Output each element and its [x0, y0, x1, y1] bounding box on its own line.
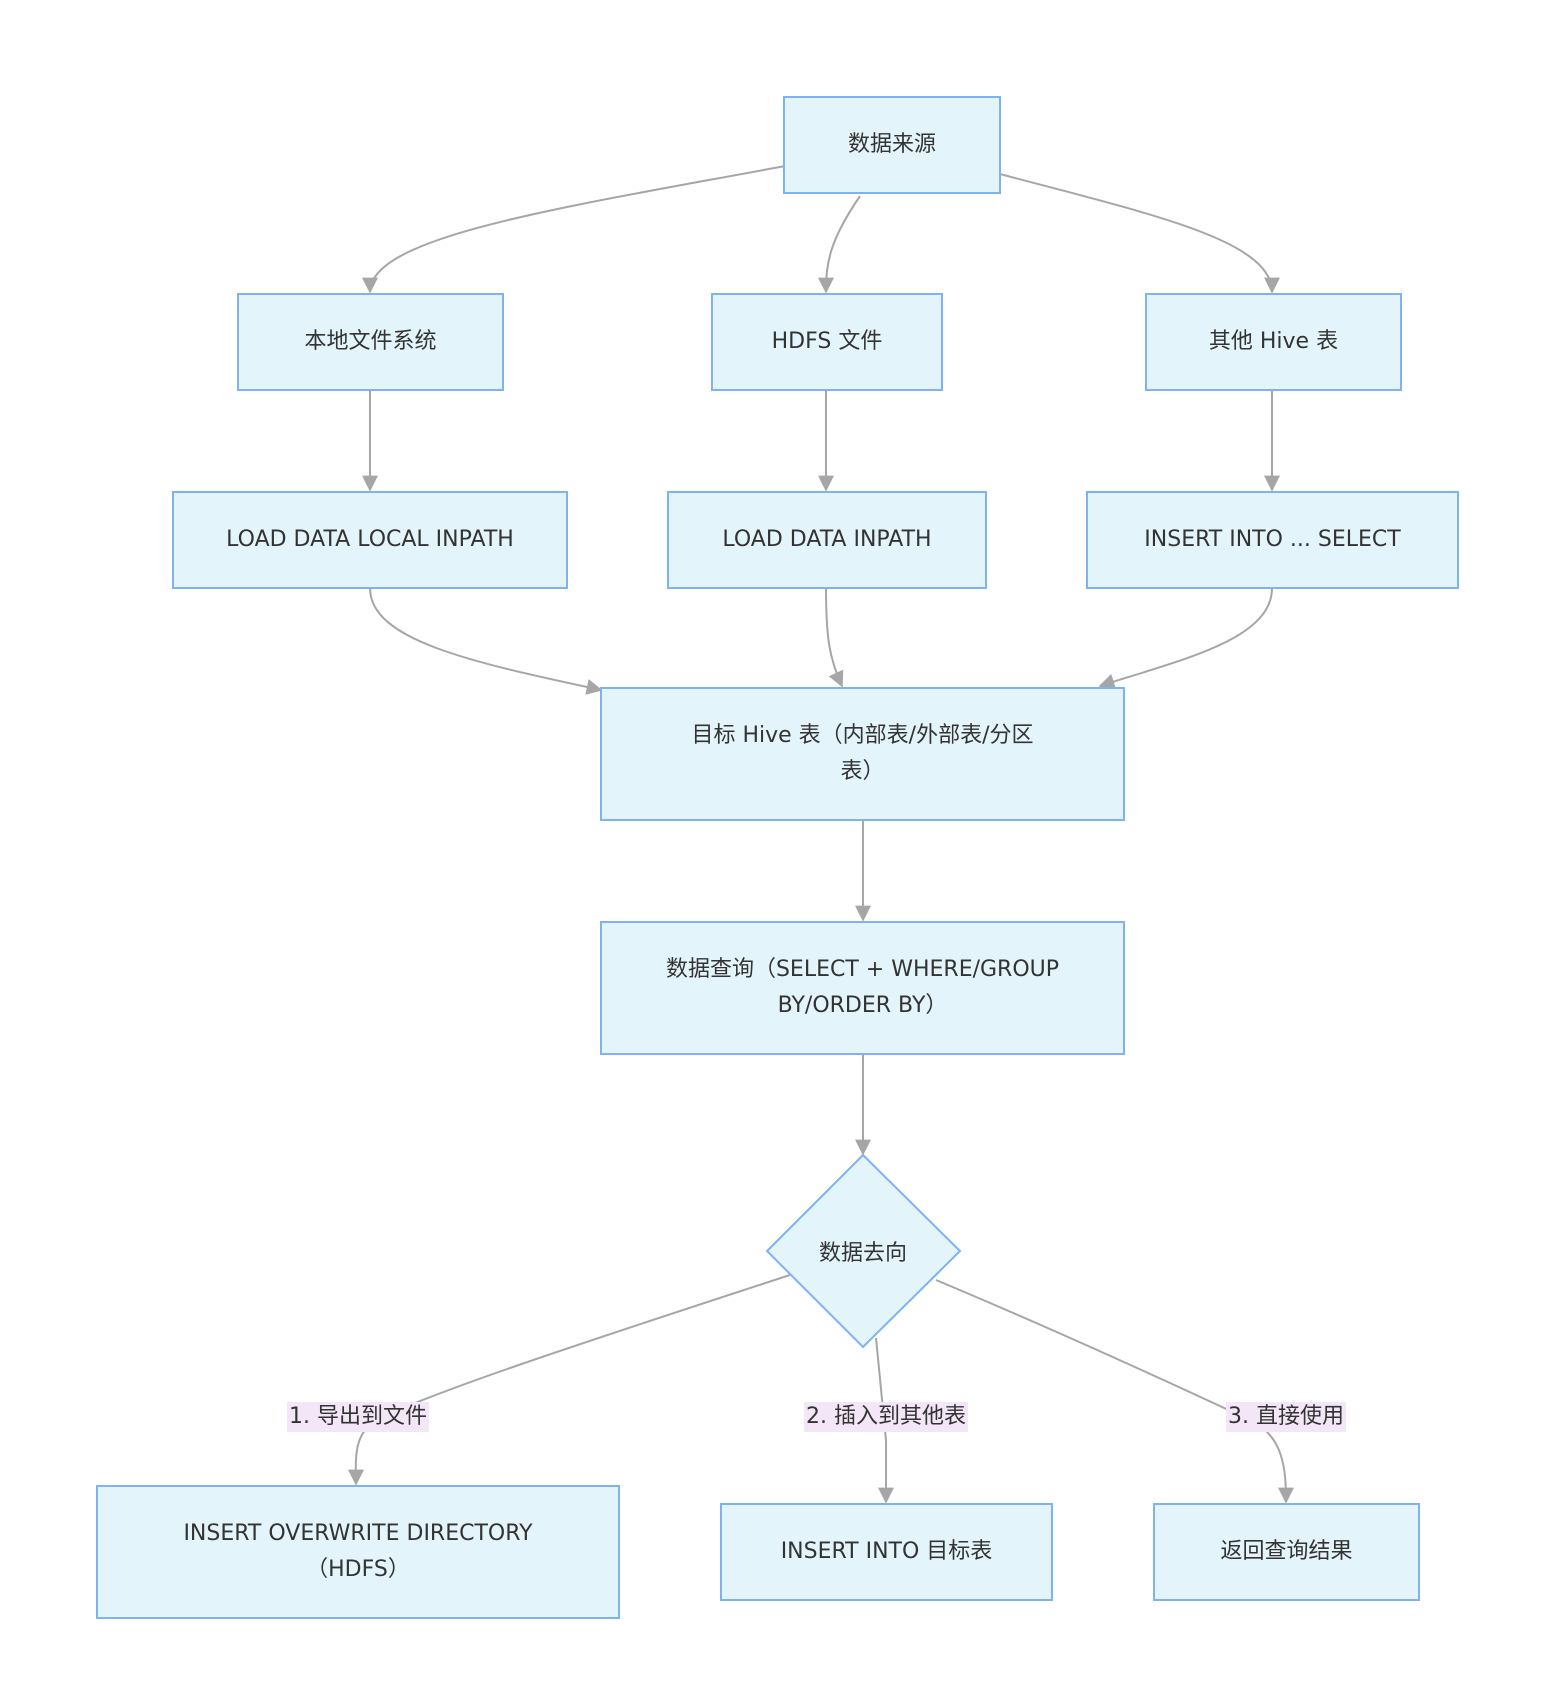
edge-loadhdfs-target	[825, 587, 844, 688]
edge-loadlocal-target	[369, 587, 603, 695]
destination-diamond	[765, 1153, 962, 1349]
node-other-hive-table: 其他 Hive 表	[1145, 293, 1402, 391]
node-label: 返回查询结果	[1220, 1539, 1353, 1564]
node-insert-into-select: INSERT INTO ... SELECT	[1086, 491, 1459, 589]
node-label: INSERT INTO 目标表	[780, 1539, 993, 1564]
edge-insertselect-target	[1098, 587, 1273, 690]
node-local-filesystem: 本地文件系统	[237, 293, 504, 391]
edge-destination-insert	[875, 1337, 894, 1504]
node-data-source: 数据来源	[783, 96, 1001, 194]
edge-label-insert-other: 2. 插入到其他表	[804, 1402, 968, 1432]
node-label: INSERT INTO ... SELECT	[1144, 527, 1401, 552]
node-label: 本地文件系统	[304, 329, 437, 354]
edge-source-hdfs	[818, 195, 861, 294]
node-hdfs-file: HDFS 文件	[711, 293, 943, 391]
node-label-line2: BY/ORDER BY）	[777, 993, 948, 1018]
destination-label: 数据去向	[818, 1241, 908, 1266]
node-insert-into-target: INSERT INTO 目标表	[720, 1503, 1053, 1601]
node-label-line2: （HDFS）	[306, 1557, 410, 1582]
node-insert-overwrite-directory: INSERT OVERWRITE DIRECTORY （HDFS）	[96, 1485, 620, 1619]
node-label-line1: INSERT OVERWRITE DIRECTORY	[183, 1521, 533, 1546]
node-label-line1: 数据查询（SELECT + WHERE/GROUP	[665, 957, 1060, 982]
node-label: 数据来源	[847, 132, 936, 157]
node-load-data-inpath: LOAD DATA INPATH	[667, 491, 987, 589]
node-label: HDFS 文件	[771, 329, 883, 354]
node-label: 其他 Hive 表	[1208, 329, 1339, 354]
edge-label-export: 1. 导出到文件	[287, 1402, 429, 1432]
edge-label-direct-use: 3. 直接使用	[1226, 1402, 1346, 1432]
node-label-line2: 表）	[840, 759, 885, 784]
node-target-hive-table: 目标 Hive 表（内部表/外部表/分区 表）	[600, 687, 1125, 821]
node-return-query-result: 返回查询结果	[1153, 1503, 1420, 1601]
edge-source-other	[999, 173, 1280, 294]
edge-source-local	[362, 165, 786, 294]
edge-destination-export	[347, 1274, 791, 1486]
node-load-data-local: LOAD DATA LOCAL INPATH	[172, 491, 568, 589]
node-label: LOAD DATA LOCAL INPATH	[226, 527, 514, 552]
edge-destination-direct	[935, 1279, 1294, 1504]
node-label-line1: 目标 Hive 表（内部表/外部表/分区	[691, 723, 1034, 748]
node-label: LOAD DATA INPATH	[722, 527, 932, 552]
node-data-query: 数据查询（SELECT + WHERE/GROUP BY/ORDER BY）	[600, 921, 1125, 1055]
